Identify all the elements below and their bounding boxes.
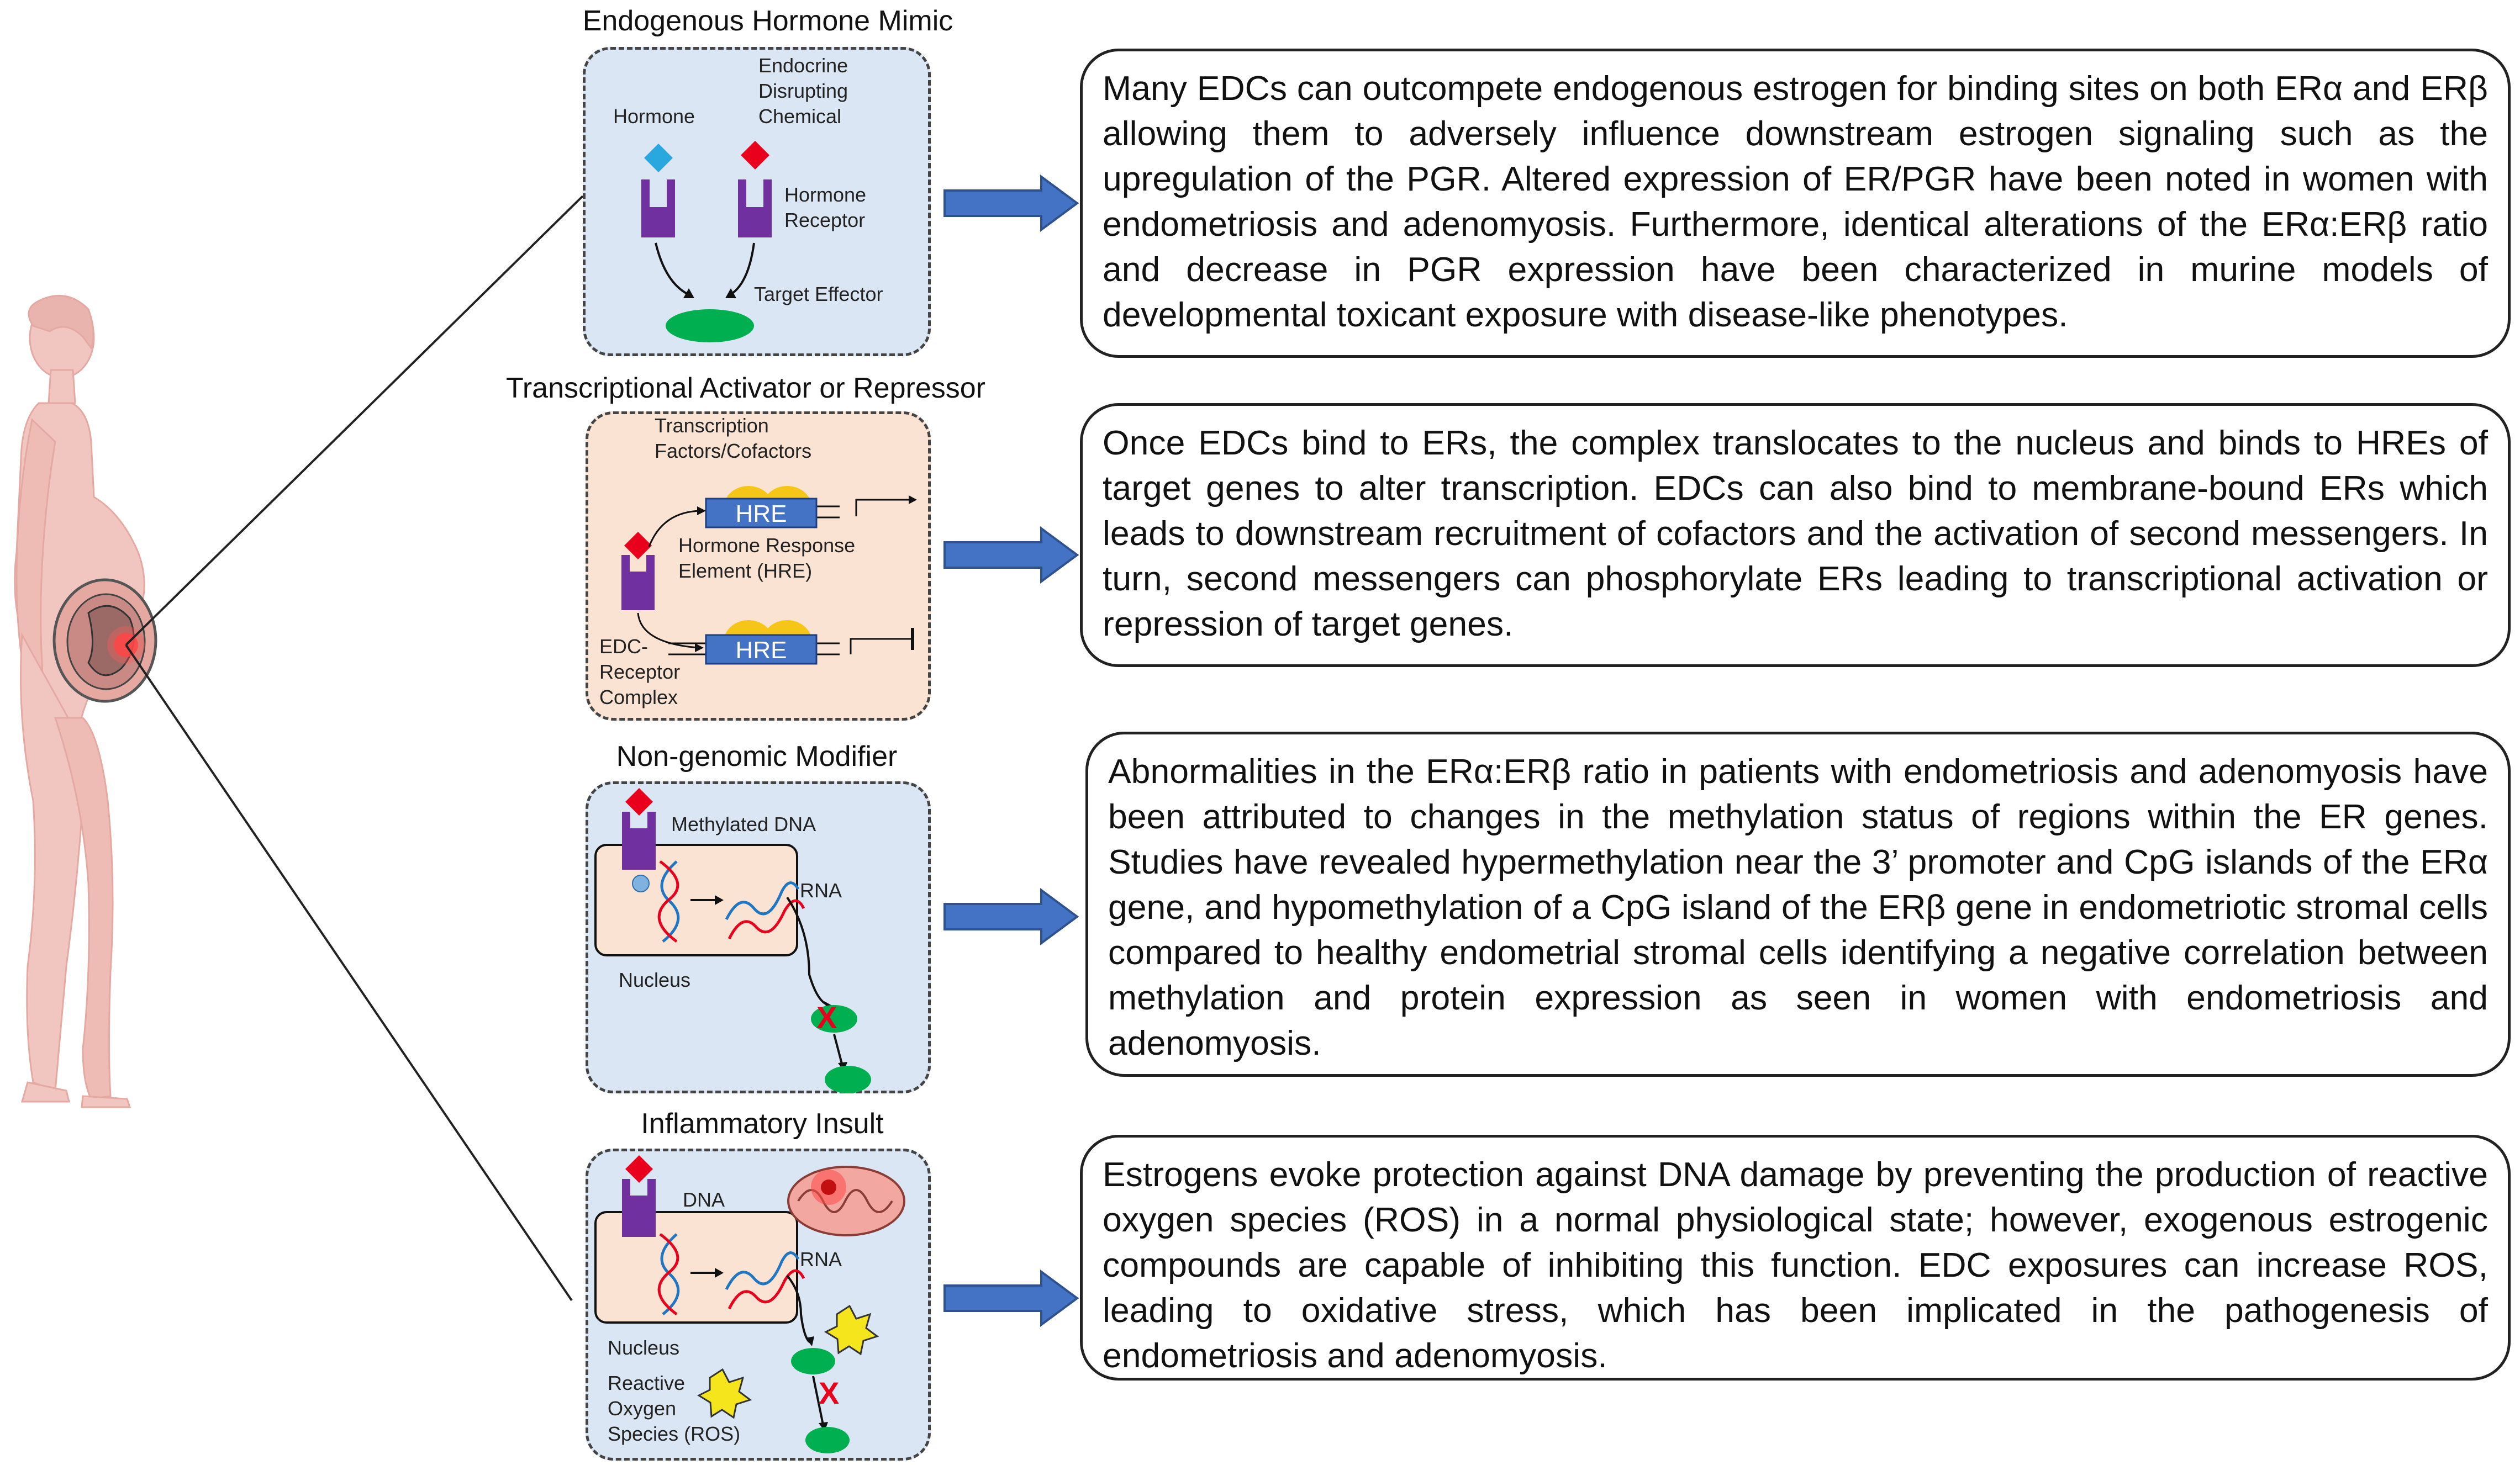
hre-box-lower <box>705 634 818 665</box>
receptor-icon <box>641 179 675 237</box>
dna-helix-icon <box>657 860 680 943</box>
description-inflammatory: Estrogens evoke protection against DNA d… <box>1103 1155 2488 1375</box>
label-complex-line3: Complex <box>599 686 678 708</box>
label-nucleus: Nucleus <box>619 969 691 991</box>
receptor-icon <box>738 179 772 237</box>
rna-strand-icon <box>725 1251 805 1310</box>
target-effector-icon <box>805 1427 850 1453</box>
inflammatory-diagram <box>594 1155 905 1453</box>
hre-box-upper <box>705 498 818 528</box>
section-title-hormone-mimic: Endogenous Hormone Mimic <box>582 5 953 37</box>
textbox-inflammatory: Estrogens evoke protection against DNA d… <box>1080 1135 2511 1381</box>
label-ros-line1: Reactive <box>608 1372 686 1394</box>
transcriptional-diagram <box>621 486 917 665</box>
hre-label-upper: HRE <box>735 500 787 527</box>
textbox-transcriptional: Once EDCs bind to ERs, the complex trans… <box>1080 403 2511 667</box>
receptor-icon <box>622 1179 656 1237</box>
connector-line-bottom <box>125 644 573 1302</box>
target-effector-icon <box>811 1005 857 1033</box>
panel-hormone-mimic <box>583 47 931 356</box>
label-edc-line2: Disrupting <box>758 80 848 102</box>
label-rna: RNA <box>800 879 842 902</box>
label-hormone: Hormone <box>613 105 695 128</box>
mitochondrion-icon <box>787 1166 905 1236</box>
target-effector-icon <box>666 309 754 342</box>
label-nucleus: Nucleus <box>608 1336 680 1359</box>
label-target-effector: Target Effector <box>754 283 883 305</box>
textbox-non-genomic: Abnormalities in the ERα:ERβ ratio in pa… <box>1085 732 2511 1077</box>
dna-helix-icon <box>657 1233 680 1316</box>
hre-label-lower: HRE <box>735 637 787 664</box>
label-tf-line2: Factors/Cofactors <box>655 440 812 462</box>
label-complex-line2: Receptor <box>599 660 681 683</box>
label-edc-line3: Chemical <box>758 105 842 128</box>
label-receptor-line2: Receptor <box>784 209 866 231</box>
label-edc-line1: Endocrine <box>758 54 848 77</box>
section-title-inflammatory: Inflammatory Insult <box>641 1108 884 1140</box>
label-receptor-line1: Hormone <box>784 183 867 206</box>
hormone-mimic-diagram <box>641 141 772 342</box>
ros-star-icon <box>697 1368 752 1419</box>
hormone-diamond-icon <box>644 144 673 172</box>
arrow-right-icon <box>943 1270 1079 1327</box>
label-rna: RNA <box>800 1248 842 1271</box>
label-ros-line2: Oxygen <box>608 1397 677 1420</box>
description-non-genomic: Abnormalities in the ERα:ERβ ratio in pa… <box>1108 752 2488 1062</box>
description-transcriptional: Once EDCs bind to ERs, the complex trans… <box>1103 424 2488 643</box>
receptor-icon <box>621 555 655 610</box>
receptor-icon <box>622 812 656 870</box>
section-title-non-genomic: Non-genomic Modifier <box>616 741 898 773</box>
label-ros-line3: Species (ROS) <box>608 1422 741 1445</box>
section-title-transcriptional: Transcriptional Activator or Repressor <box>506 372 985 404</box>
panel-transcriptional <box>586 411 931 721</box>
arrow-right-icon <box>943 888 1079 945</box>
edc-diamond-icon <box>741 141 769 170</box>
x-mark-icon: X <box>819 1376 840 1410</box>
label-hre-full-line1: Hormone Response <box>678 534 856 557</box>
textbox-hormone-mimic: Many EDCs can outcompete endogenous estr… <box>1080 49 2511 358</box>
label-methylated-dna: Methylated DNA <box>671 813 816 835</box>
non-genomic-diagram <box>594 788 871 1093</box>
arrow-right-icon <box>943 526 1079 584</box>
label-dna: DNA <box>683 1188 725 1211</box>
uterus-icon <box>52 578 157 703</box>
label-hre-full-line2: Element (HRE) <box>678 559 813 582</box>
ros-star-icon <box>824 1304 879 1356</box>
connector-line-top <box>125 195 584 646</box>
description-hormone-mimic: Many EDCs can outcompete endogenous estr… <box>1103 69 2488 334</box>
edc-diamond-icon <box>624 532 652 559</box>
edc-diamond-icon <box>625 1155 653 1183</box>
rna-strand-icon <box>725 881 805 940</box>
target-effector-icon <box>791 1348 835 1374</box>
label-tf-line1: Transcription <box>655 414 769 437</box>
nucleus-icon <box>594 1211 798 1324</box>
target-effector-icon <box>825 1066 871 1093</box>
arrow-right-icon <box>943 174 1079 232</box>
label-complex-line1: EDC- <box>599 635 648 658</box>
x-mark-icon: X <box>816 1000 837 1035</box>
edc-diamond-icon <box>625 788 653 816</box>
